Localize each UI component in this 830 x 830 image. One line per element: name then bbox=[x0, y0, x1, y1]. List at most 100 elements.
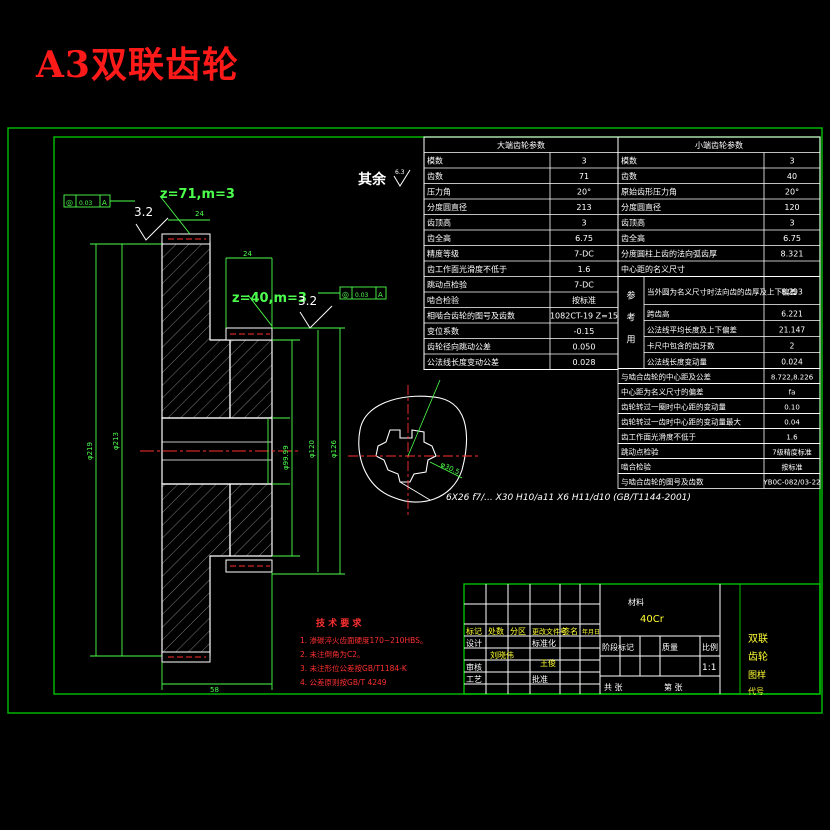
tb-craft-label: 工艺 bbox=[466, 675, 482, 684]
tb-page-label: 第 张 bbox=[664, 682, 683, 692]
svg-text:6.3: 6.3 bbox=[395, 169, 405, 176]
tail-param-value-2: 0.10 bbox=[784, 404, 800, 412]
big-param-value-0: 3 bbox=[581, 157, 586, 166]
tail-param-label-6: 啮合检验 bbox=[621, 462, 651, 472]
tb-name-line2: 齿轮 bbox=[748, 650, 768, 663]
tech-req-item-1: 1. 渗碳淬火齿面硬度170~210HBS。 bbox=[300, 635, 427, 645]
drawing-title: A3双联齿轮 bbox=[36, 44, 239, 86]
small-param-label-2: 原始齿形压力角 bbox=[621, 187, 677, 197]
big-param-label-13: 公法线长度变动公差 bbox=[427, 357, 499, 367]
tail-param-value-0: 8.722,8.226 bbox=[771, 374, 814, 382]
ref-label-char-1: 考 bbox=[626, 313, 635, 324]
big-param-value-11: -0.15 bbox=[574, 327, 595, 336]
big-param-label-9: 啮合检验 bbox=[427, 295, 459, 305]
tb-name1: 刘晓伟 bbox=[490, 650, 514, 660]
big-param-label-2: 压力角 bbox=[427, 187, 451, 197]
gtol-frame-top: ◎ 0.03 A bbox=[63, 194, 135, 208]
dimension-lines bbox=[90, 195, 345, 690]
dim-24-mid: 24 bbox=[243, 250, 252, 258]
tb-shared-label: 共 张 bbox=[604, 683, 623, 692]
small-param-label-5: 齿全高 bbox=[621, 233, 645, 243]
big-param-value-1: 71 bbox=[579, 172, 589, 181]
tb-drawing-label: 图样 bbox=[748, 669, 766, 681]
ref-param-label-0: 当外圆为名义尺寸时法向齿的齿厚及上下偏差 bbox=[647, 287, 797, 297]
material-value: 40Cr bbox=[640, 614, 665, 625]
roughness-other: 其余 6.3 bbox=[358, 169, 411, 188]
svg-text:◎: ◎ bbox=[342, 290, 349, 299]
svg-text:3.2: 3.2 bbox=[298, 294, 317, 308]
big-param-value-4: 3 bbox=[581, 219, 586, 228]
tail-param-label-2: 齿轮转过一圈时中心距的变动量 bbox=[621, 402, 726, 412]
tb-mass-label: 质量 bbox=[662, 642, 678, 652]
spline-note: 6X26 f7/... X30 H10/a11 X6 H11/d10 (GB/T… bbox=[446, 493, 691, 503]
ref-label-char-0: 参 bbox=[626, 290, 635, 302]
big-param-label-12: 齿轮径向跳动公差 bbox=[427, 342, 491, 352]
svg-text:◎: ◎ bbox=[66, 198, 73, 207]
big-param-label-4: 齿顶高 bbox=[427, 218, 451, 228]
tail-param-label-4: 齿工作面光滑度不低于 bbox=[621, 432, 696, 442]
tb-approve-label: 批准 bbox=[532, 674, 548, 684]
tail-param-value-1: fa bbox=[789, 389, 796, 397]
technical-requirements: 技 术 要 求 1. 渗碳淬火齿面硬度170~210HBS。 2. 未注倒角为C… bbox=[300, 617, 427, 687]
tech-req-item-4: 4. 公差原则按GB/T 4249 bbox=[300, 677, 387, 687]
small-param-label-4: 齿顶高 bbox=[621, 218, 645, 228]
tb-name-line1: 双联 bbox=[748, 633, 768, 645]
tb-scale-value: 1:1 bbox=[702, 663, 716, 673]
tail-param-label-3: 齿轮转过一齿时中心距的变动量最大 bbox=[621, 417, 741, 427]
tb-sign-label: 签名 bbox=[562, 626, 578, 636]
tb-date-label: 年月日 bbox=[582, 628, 600, 636]
dim-d213: φ213 bbox=[112, 432, 120, 450]
small-param-value-4: 3 bbox=[789, 219, 794, 228]
dim-58: 58 bbox=[210, 686, 219, 694]
ref-param-value-2: 21.147 bbox=[779, 326, 805, 335]
ref-label-char-2: 用 bbox=[626, 335, 635, 346]
dim-d99: φ99.99 bbox=[282, 445, 290, 470]
tail-param-value-7: YB0C-082/03-22 bbox=[762, 479, 820, 487]
ref-param-value-3: 2 bbox=[790, 342, 795, 351]
small-gear-label: z=40,m=3 bbox=[232, 291, 307, 306]
tail-param-label-7: 与啮合齿轮的图号及齿数 bbox=[621, 477, 704, 487]
tb-std-label: 标准化 bbox=[532, 638, 556, 648]
big-param-value-3: 213 bbox=[576, 203, 591, 212]
title-block bbox=[463, 583, 821, 695]
small-param-value-0: 3 bbox=[789, 157, 794, 166]
big-param-label-6: 精度等级 bbox=[427, 249, 459, 259]
big-param-value-8: 7-DC bbox=[574, 281, 594, 290]
big-param-label-7: 齿工作面光滑度不低于 bbox=[427, 264, 507, 274]
big-param-label-1: 齿数 bbox=[427, 171, 443, 181]
tech-req-title: 技 术 要 求 bbox=[316, 617, 362, 629]
big-param-label-8: 跳动点检验 bbox=[427, 280, 467, 290]
big-param-value-6: 7-DC bbox=[574, 250, 594, 259]
tb-zone-label: 分区 bbox=[510, 627, 526, 636]
tb-ratio-label: 比例 bbox=[702, 642, 718, 652]
tail-param-value-3: 0.04 bbox=[784, 419, 800, 427]
big-gear-label: z=71,m=3 bbox=[160, 187, 235, 202]
small-table-header: 小端齿轮参数 bbox=[695, 140, 743, 150]
small-param-value-3: 120 bbox=[784, 203, 799, 212]
small-param-label-7: 中心距的名义尺寸 bbox=[621, 264, 685, 274]
big-param-value-9: 按标准 bbox=[572, 295, 596, 305]
roughness-mid: 3.2 bbox=[298, 294, 333, 329]
ref-param-label-4: 公法线长度变动量 bbox=[647, 357, 707, 367]
big-table-header: 大端齿轮参数 bbox=[497, 140, 545, 150]
big-param-label-0: 模数 bbox=[427, 156, 443, 166]
small-param-label-0: 模数 bbox=[621, 156, 637, 166]
small-param-value-5: 6.75 bbox=[783, 234, 801, 243]
material-label: 材料 bbox=[628, 597, 644, 607]
big-param-value-10: 1082CT-19 Z=15 bbox=[550, 312, 618, 321]
roughness-top: 3.2 bbox=[134, 205, 169, 241]
dim-d120: φ120 bbox=[308, 440, 316, 458]
big-param-label-11: 变位系数 bbox=[427, 326, 459, 336]
gtol-frame-mid: ◎ 0.03 A bbox=[318, 286, 387, 300]
tail-param-label-0: 与啮合齿轮的中心距及公差 bbox=[621, 372, 711, 382]
svg-text:A: A bbox=[102, 199, 107, 207]
svg-text:A: A bbox=[378, 291, 383, 299]
small-param-value-1: 40 bbox=[787, 172, 797, 181]
big-param-label-10: 相啮合齿轮的图号及齿数 bbox=[427, 311, 515, 321]
ref-param-label-1: 跨齿高 bbox=[647, 309, 670, 319]
ref-param-value-1: 6.221 bbox=[781, 310, 803, 319]
dim-d219: φ219 bbox=[86, 442, 94, 460]
tb-stage-label: 阶段标记 bbox=[602, 642, 634, 652]
big-param-value-5: 6.75 bbox=[575, 234, 593, 243]
